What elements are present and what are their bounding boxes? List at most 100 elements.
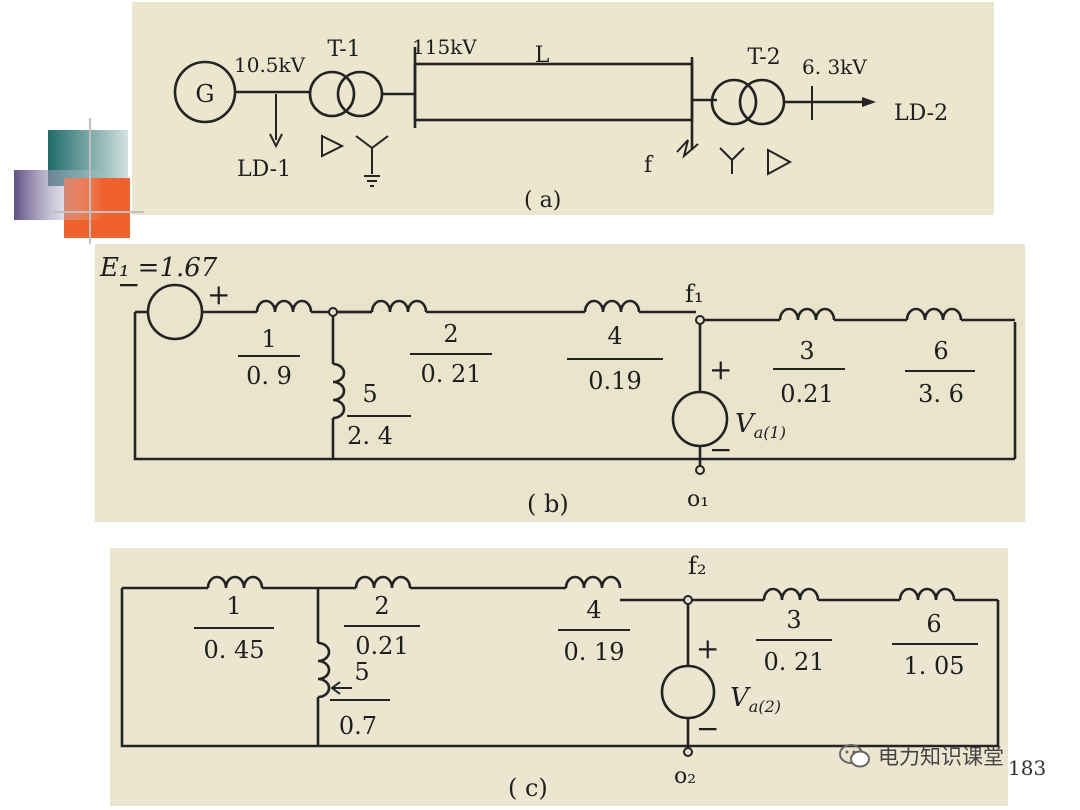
voltage-label-c: Va(2) — [730, 683, 781, 716]
voltage-minus-b: − — [709, 433, 732, 466]
element-3-label-b: 3 0.21 — [773, 337, 845, 408]
load-1-arrow — [269, 133, 283, 149]
svg-text:3: 3 — [786, 606, 801, 634]
fault-bolt-icon — [676, 139, 699, 159]
load-1-label: LD-1 — [237, 157, 291, 182]
t2-star-icon — [719, 147, 745, 174]
voltage-10kv-label: 10.5kV — [234, 53, 306, 77]
load-2-label: LD-2 — [894, 101, 948, 126]
arrow-5-c — [330, 681, 341, 695]
svg-text:0. 9: 0. 9 — [246, 362, 292, 390]
source-e1-symbol — [146, 283, 204, 341]
fault-node-label-c: f₂ — [688, 552, 707, 580]
voltage-source-c — [660, 664, 716, 720]
svg-text:0.21: 0.21 — [780, 380, 833, 408]
source-e1-label: E₁ =1.67 — [99, 253, 218, 283]
inductor-1-c — [206, 575, 264, 589]
caption-b: ( b) — [527, 490, 569, 518]
svg-text:4: 4 — [586, 596, 601, 624]
positive-sequence-svg: E₁ =1.67 − + + − Va(1) f₁ o₁ 1 0. 9 2 0.… — [99, 253, 1017, 518]
svg-text:6: 6 — [926, 610, 941, 638]
transmission-line — [413, 62, 694, 122]
inductor-6-b — [905, 307, 963, 321]
ref-node-c — [683, 747, 693, 757]
single-line-svg: G 10.5kV LD-1 T-1 115kV L f T-2 6. 3kV L… — [173, 35, 948, 213]
generator-label: G — [195, 80, 214, 108]
element-4-label-b: 4 0.19 — [567, 322, 663, 395]
ref-node-label-c: o₂ — [674, 764, 696, 789]
element-4-label-c: 4 0. 19 — [558, 596, 630, 666]
element-5-label-b: 5 2. 4 — [347, 380, 411, 450]
svg-text:0.19: 0.19 — [588, 367, 641, 395]
inductor-5-b — [332, 362, 346, 420]
positive-sequence-network: E₁ =1.67 − + + − Va(1) f₁ o₁ 1 0. 9 2 0.… — [95, 244, 1025, 522]
ref-node-label-b: o₁ — [687, 487, 709, 512]
voltage-115kv-label: 115kV — [412, 35, 477, 59]
inductor-3-b — [778, 307, 836, 321]
element-6-label-b: 6 3. 6 — [905, 337, 975, 408]
fault-node-c — [683, 595, 693, 605]
inductor-4-c — [564, 575, 622, 589]
svg-text:0. 19: 0. 19 — [563, 638, 624, 666]
fault-node-label-b: f₁ — [685, 280, 704, 308]
voltage-minus-c: − — [696, 712, 719, 745]
element-1-label-c: 1 0. 45 — [194, 592, 274, 664]
element-2-label-b: 2 0. 21 — [410, 320, 492, 388]
ref-node-b — [695, 465, 705, 475]
element-5-label-c: 5 0.7 — [330, 658, 390, 740]
svg-text:2: 2 — [374, 592, 389, 620]
inductor-1-b — [255, 299, 313, 313]
svg-text:2: 2 — [443, 320, 458, 348]
element-3-label-c: 3 0. 21 — [756, 606, 832, 676]
t2-winding-left — [710, 78, 758, 126]
t2-delta-icon — [767, 148, 793, 176]
inductor-2-c — [354, 575, 412, 589]
svg-text:0. 45: 0. 45 — [203, 636, 264, 664]
svg-text:1: 1 — [226, 592, 241, 620]
t2-label: T-2 — [747, 45, 780, 70]
svg-text:0.7: 0.7 — [339, 712, 377, 740]
bottom-wire-b — [133, 312, 700, 461]
t1-delta-icon — [321, 134, 345, 158]
t1-star-ground-icon — [355, 135, 389, 187]
node-b-1 — [328, 307, 338, 317]
element-6-label-c: 6 1. 05 — [892, 610, 978, 680]
source-minus: − — [117, 268, 140, 301]
voltage-6kv-label: 6. 3kV — [802, 55, 867, 79]
single-line-diagram: G 10.5kV LD-1 T-1 115kV L f T-2 6. 3kV L… — [132, 2, 994, 215]
fault-label: f — [644, 153, 654, 178]
svg-text:3: 3 — [799, 337, 814, 365]
inductor-3-c — [762, 587, 820, 601]
inductor-5-c — [317, 641, 331, 699]
svg-text:0. 21: 0. 21 — [420, 360, 481, 388]
svg-text:5: 5 — [354, 658, 369, 686]
svg-text:1: 1 — [261, 325, 276, 353]
negative-sequence-svg: + − Va(2) f₂ o₂ 1 0. 45 2 0.21 4 0. 19 3… — [120, 552, 1000, 802]
line-label: L — [535, 43, 550, 68]
page-number: 183 — [1008, 756, 1047, 780]
element-2-label-c: 2 0.21 — [344, 592, 420, 660]
t1-winding-right — [336, 70, 384, 118]
voltage-label-b: Va(1) — [735, 409, 786, 442]
outer-wire-c — [120, 588, 1000, 748]
source-plus: + — [207, 278, 230, 311]
svg-text:6: 6 — [933, 337, 948, 365]
svg-text:1. 05: 1. 05 — [903, 652, 964, 680]
voltage-plus-c: + — [696, 632, 719, 665]
watermark-text: 电力知识课堂 — [878, 745, 1004, 769]
svg-text:0. 21: 0. 21 — [763, 648, 824, 676]
load-2-arrow — [862, 97, 876, 107]
svg-text:5: 5 — [362, 380, 377, 408]
voltage-plus-b: + — [709, 353, 732, 386]
t1-label: T-1 — [327, 37, 360, 62]
element-1-label-b: 1 0. 9 — [238, 325, 300, 390]
svg-text:2. 4: 2. 4 — [347, 422, 393, 450]
fault-node-b — [695, 315, 705, 325]
svg-text:4: 4 — [607, 322, 622, 350]
caption-c: ( c) — [508, 774, 548, 802]
svg-text:0.21: 0.21 — [355, 632, 408, 660]
caption-a: ( a) — [524, 188, 561, 213]
t1-winding-left — [308, 70, 356, 118]
inductor-2-b — [370, 299, 428, 313]
slide-corner-decoration — [14, 118, 144, 244]
